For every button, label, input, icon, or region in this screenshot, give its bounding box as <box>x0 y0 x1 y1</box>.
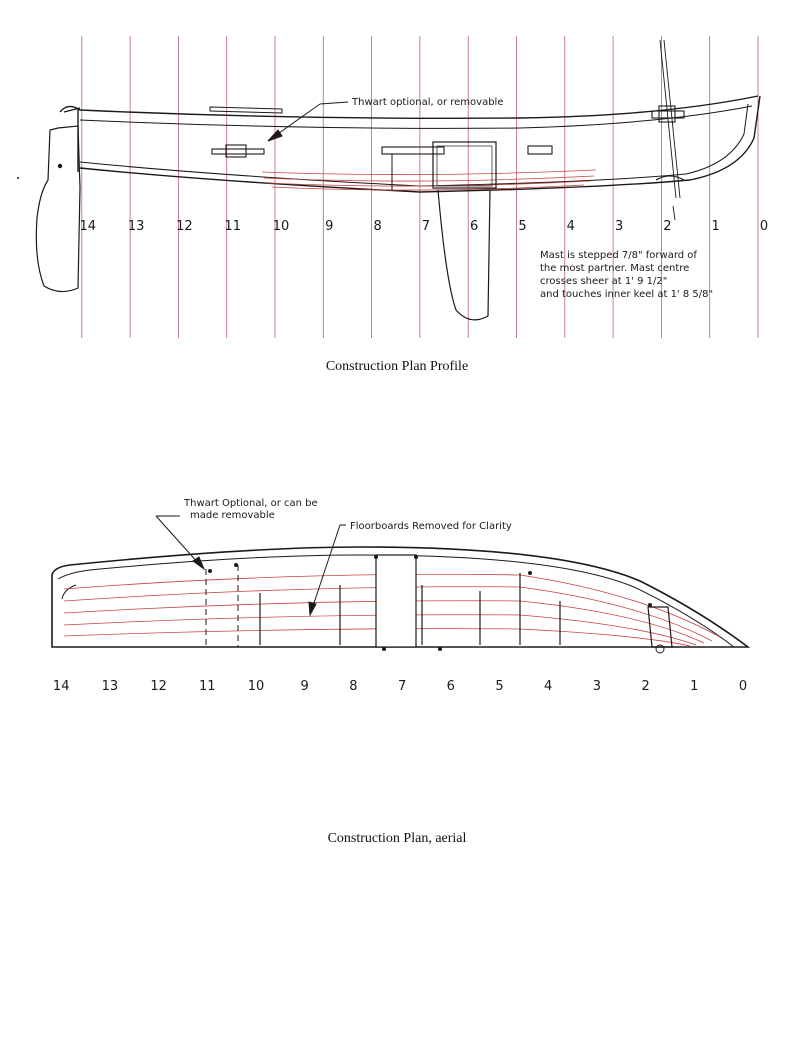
aerial-station-number-10: 10 <box>248 679 265 694</box>
profile-station-number-3: 3 <box>615 219 623 234</box>
aerial-caption: Construction Plan, aerial <box>327 831 467 846</box>
keel-line <box>79 95 761 193</box>
aerial-centreboard-case <box>375 554 417 648</box>
aerial-station-number-7: 7 <box>398 679 406 694</box>
aerial-station-number-11: 11 <box>199 679 216 694</box>
profile-station-number-9: 9 <box>325 219 333 234</box>
aerial-station-number-3: 3 <box>593 679 601 694</box>
aerial-station-number-1: 1 <box>690 679 698 694</box>
aerial-station-number-5: 5 <box>495 679 503 694</box>
profile-station-number-0: 0 <box>760 219 768 234</box>
aerial-gunwale-outer <box>51 546 751 648</box>
mast <box>659 39 681 221</box>
inner-sheer-line <box>79 105 753 129</box>
profile-thwart-inner <box>436 145 493 187</box>
aerial-fittings <box>208 555 652 651</box>
aerial-thwart <box>205 565 239 647</box>
profile-plank-lines <box>261 169 597 191</box>
aerial-drawing: Thwart Optional, or can be made removabl… <box>51 498 751 694</box>
aerial-station-number-13: 13 <box>102 679 119 694</box>
profile-station-number-12: 12 <box>176 219 193 234</box>
profile-station-number-1: 1 <box>712 219 720 234</box>
mast-note-line-4: and touches inner keel at 1' 8 5/8" <box>540 289 713 300</box>
profile-station-number-5: 5 <box>518 219 526 234</box>
aerial-station-number-8: 8 <box>349 679 357 694</box>
rudder <box>35 125 81 293</box>
aerial-station-number-4: 4 <box>544 679 552 694</box>
aerial-station-number-6: 6 <box>447 679 455 694</box>
profile-station-number-13: 13 <box>128 219 145 234</box>
profile-station-number-11: 11 <box>224 219 241 234</box>
aerial-mast-step <box>655 644 665 654</box>
aerial-station-number-9: 9 <box>301 679 309 694</box>
inner-keel-line <box>79 103 749 187</box>
stray-mark <box>17 177 19 179</box>
aerial-inwale <box>61 584 77 600</box>
rudder-pintle <box>57 163 63 169</box>
aerial-station-number-0: 0 <box>739 679 747 694</box>
profile-drawing: Thwart optional, or removable 0123456789… <box>17 36 769 338</box>
mast-note-line-2: the most partner. Mast centre <box>540 263 689 274</box>
profile-station-number-7: 7 <box>422 219 430 234</box>
aerial-station-number-14: 14 <box>53 679 70 694</box>
centreboard <box>437 189 491 321</box>
rail-top <box>209 106 283 114</box>
aerial-thwart-note-line-1: Thwart Optional, or can be <box>183 498 318 509</box>
aerial-station-number-12: 12 <box>150 679 167 694</box>
aerial-frames <box>259 573 561 645</box>
profile-station-number-14: 14 <box>80 219 97 234</box>
profile-station-number-4: 4 <box>567 219 575 234</box>
aerial-floorboards-leader <box>308 524 346 617</box>
profile-thwart-box <box>432 141 497 189</box>
profile-station-number-2: 2 <box>663 219 671 234</box>
profile-station-number-10: 10 <box>273 219 290 234</box>
aerial-thwart-leader <box>155 515 206 571</box>
profile-station-number-8: 8 <box>373 219 381 234</box>
profile-thwart-note: Thwart optional, or removable <box>351 97 503 108</box>
profile-thwart-leader <box>267 101 349 142</box>
aerial-station-number-2: 2 <box>641 679 649 694</box>
aerial-gunwale-inner <box>57 554 735 648</box>
aerial-floorboards-note: Floorboards Removed for Clarity <box>350 521 512 532</box>
mast-note-line-3: crosses sheer at 1' 9 1/2" <box>540 276 667 287</box>
aerial-thwart-note-line-2: made removable <box>190 510 275 521</box>
mast-note-line-1: Mast is stepped 7/8" forward of <box>540 250 697 261</box>
profile-station-number-6: 6 <box>470 219 478 234</box>
aerial-mast-partner <box>647 606 673 648</box>
profile-caption: Construction Plan Profile <box>325 359 469 374</box>
